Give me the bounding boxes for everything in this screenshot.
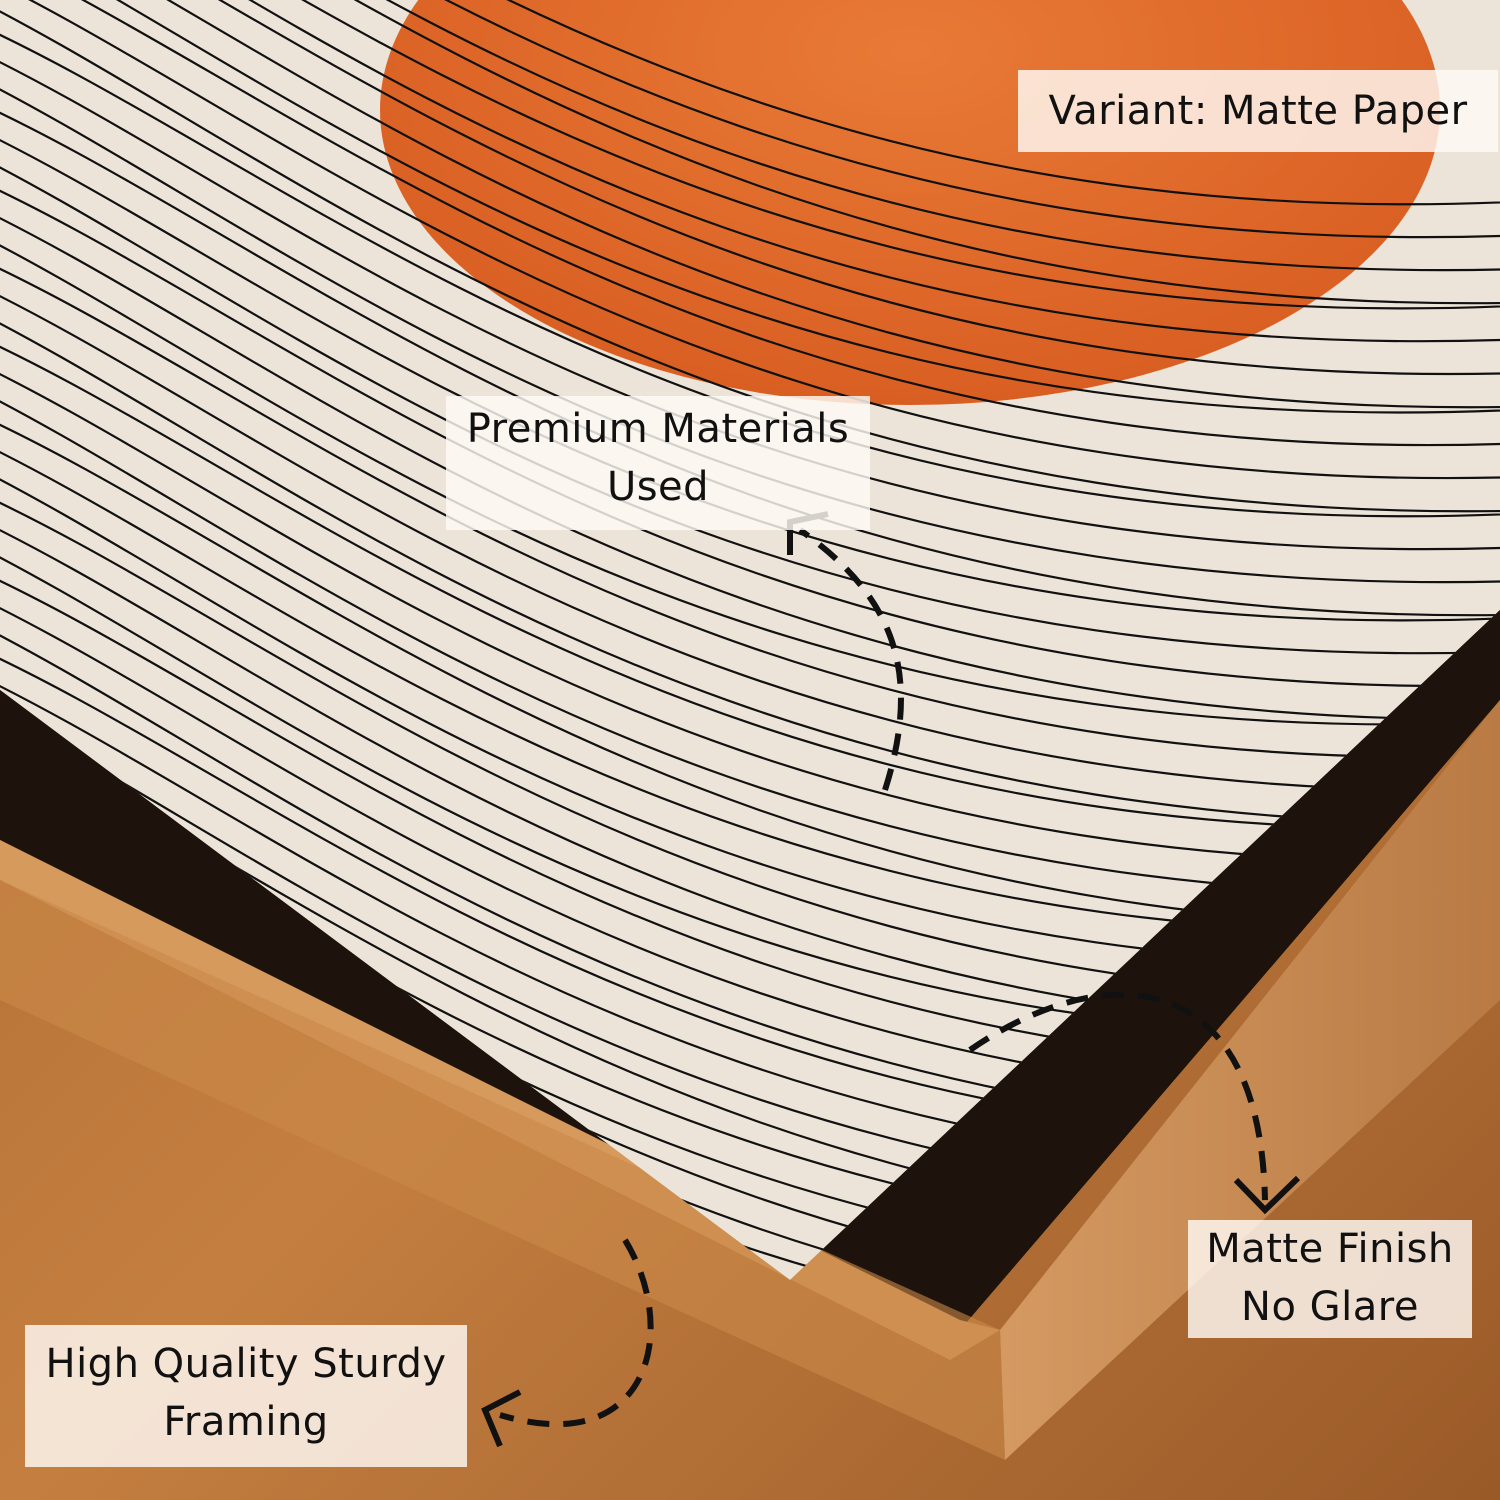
frame-side [1000,700,1500,1460]
pattern-line [0,270,1500,792]
pattern-line [0,0,1500,414]
pattern-line [0,0,1500,343]
label-sturdy-framing: High Quality Sturdy Framing [25,1325,467,1467]
pattern-line [0,0,1500,305]
pattern-line [0,10,1500,518]
frame-front [0,880,1005,1460]
pattern-line [0,0,1500,239]
pattern-line [0,0,1500,376]
arrow-premium [798,527,904,791]
pattern-line [0,322,1500,830]
pattern-line [0,297,1500,825]
arrowhead-framing-icon [481,1389,522,1448]
pattern-line [0,0,1500,206]
arrowhead-matte-icon [1233,1175,1301,1215]
pattern-line [0,0,1500,480]
pattern-line [0,348,1500,863]
label-premium-materials: Premium Materials Used [446,396,870,530]
pattern-line [0,0,1500,447]
label-variant: Variant: Matte Paper [1018,70,1498,152]
orange-sun [380,0,1440,405]
pattern-line [0,375,1500,896]
label-premium-line1: Premium Materials [466,406,850,452]
pattern-line [0,0,1500,272]
pattern-line [0,0,1500,310]
pattern-line [0,0,1500,409]
arrow-framing [499,1238,654,1428]
label-variant-text: Variant: Matte Paper [1048,88,1468,134]
pattern-line [0,219,1500,726]
pattern-line [0,0,1500,513]
dashed-arrows [499,527,1268,1428]
label-matte-line1: Matte Finish [1206,1226,1454,1272]
label-framing-line1: High Quality Sturdy [45,1341,447,1387]
label-matte-finish: Matte Finish No Glare [1188,1220,1472,1338]
pattern-line [0,244,1500,759]
label-matte-line2: No Glare [1241,1284,1419,1330]
pattern-line [0,36,1500,551]
label-premium-line2: Used [606,464,710,510]
label-framing-line2: Framing [163,1399,329,1445]
